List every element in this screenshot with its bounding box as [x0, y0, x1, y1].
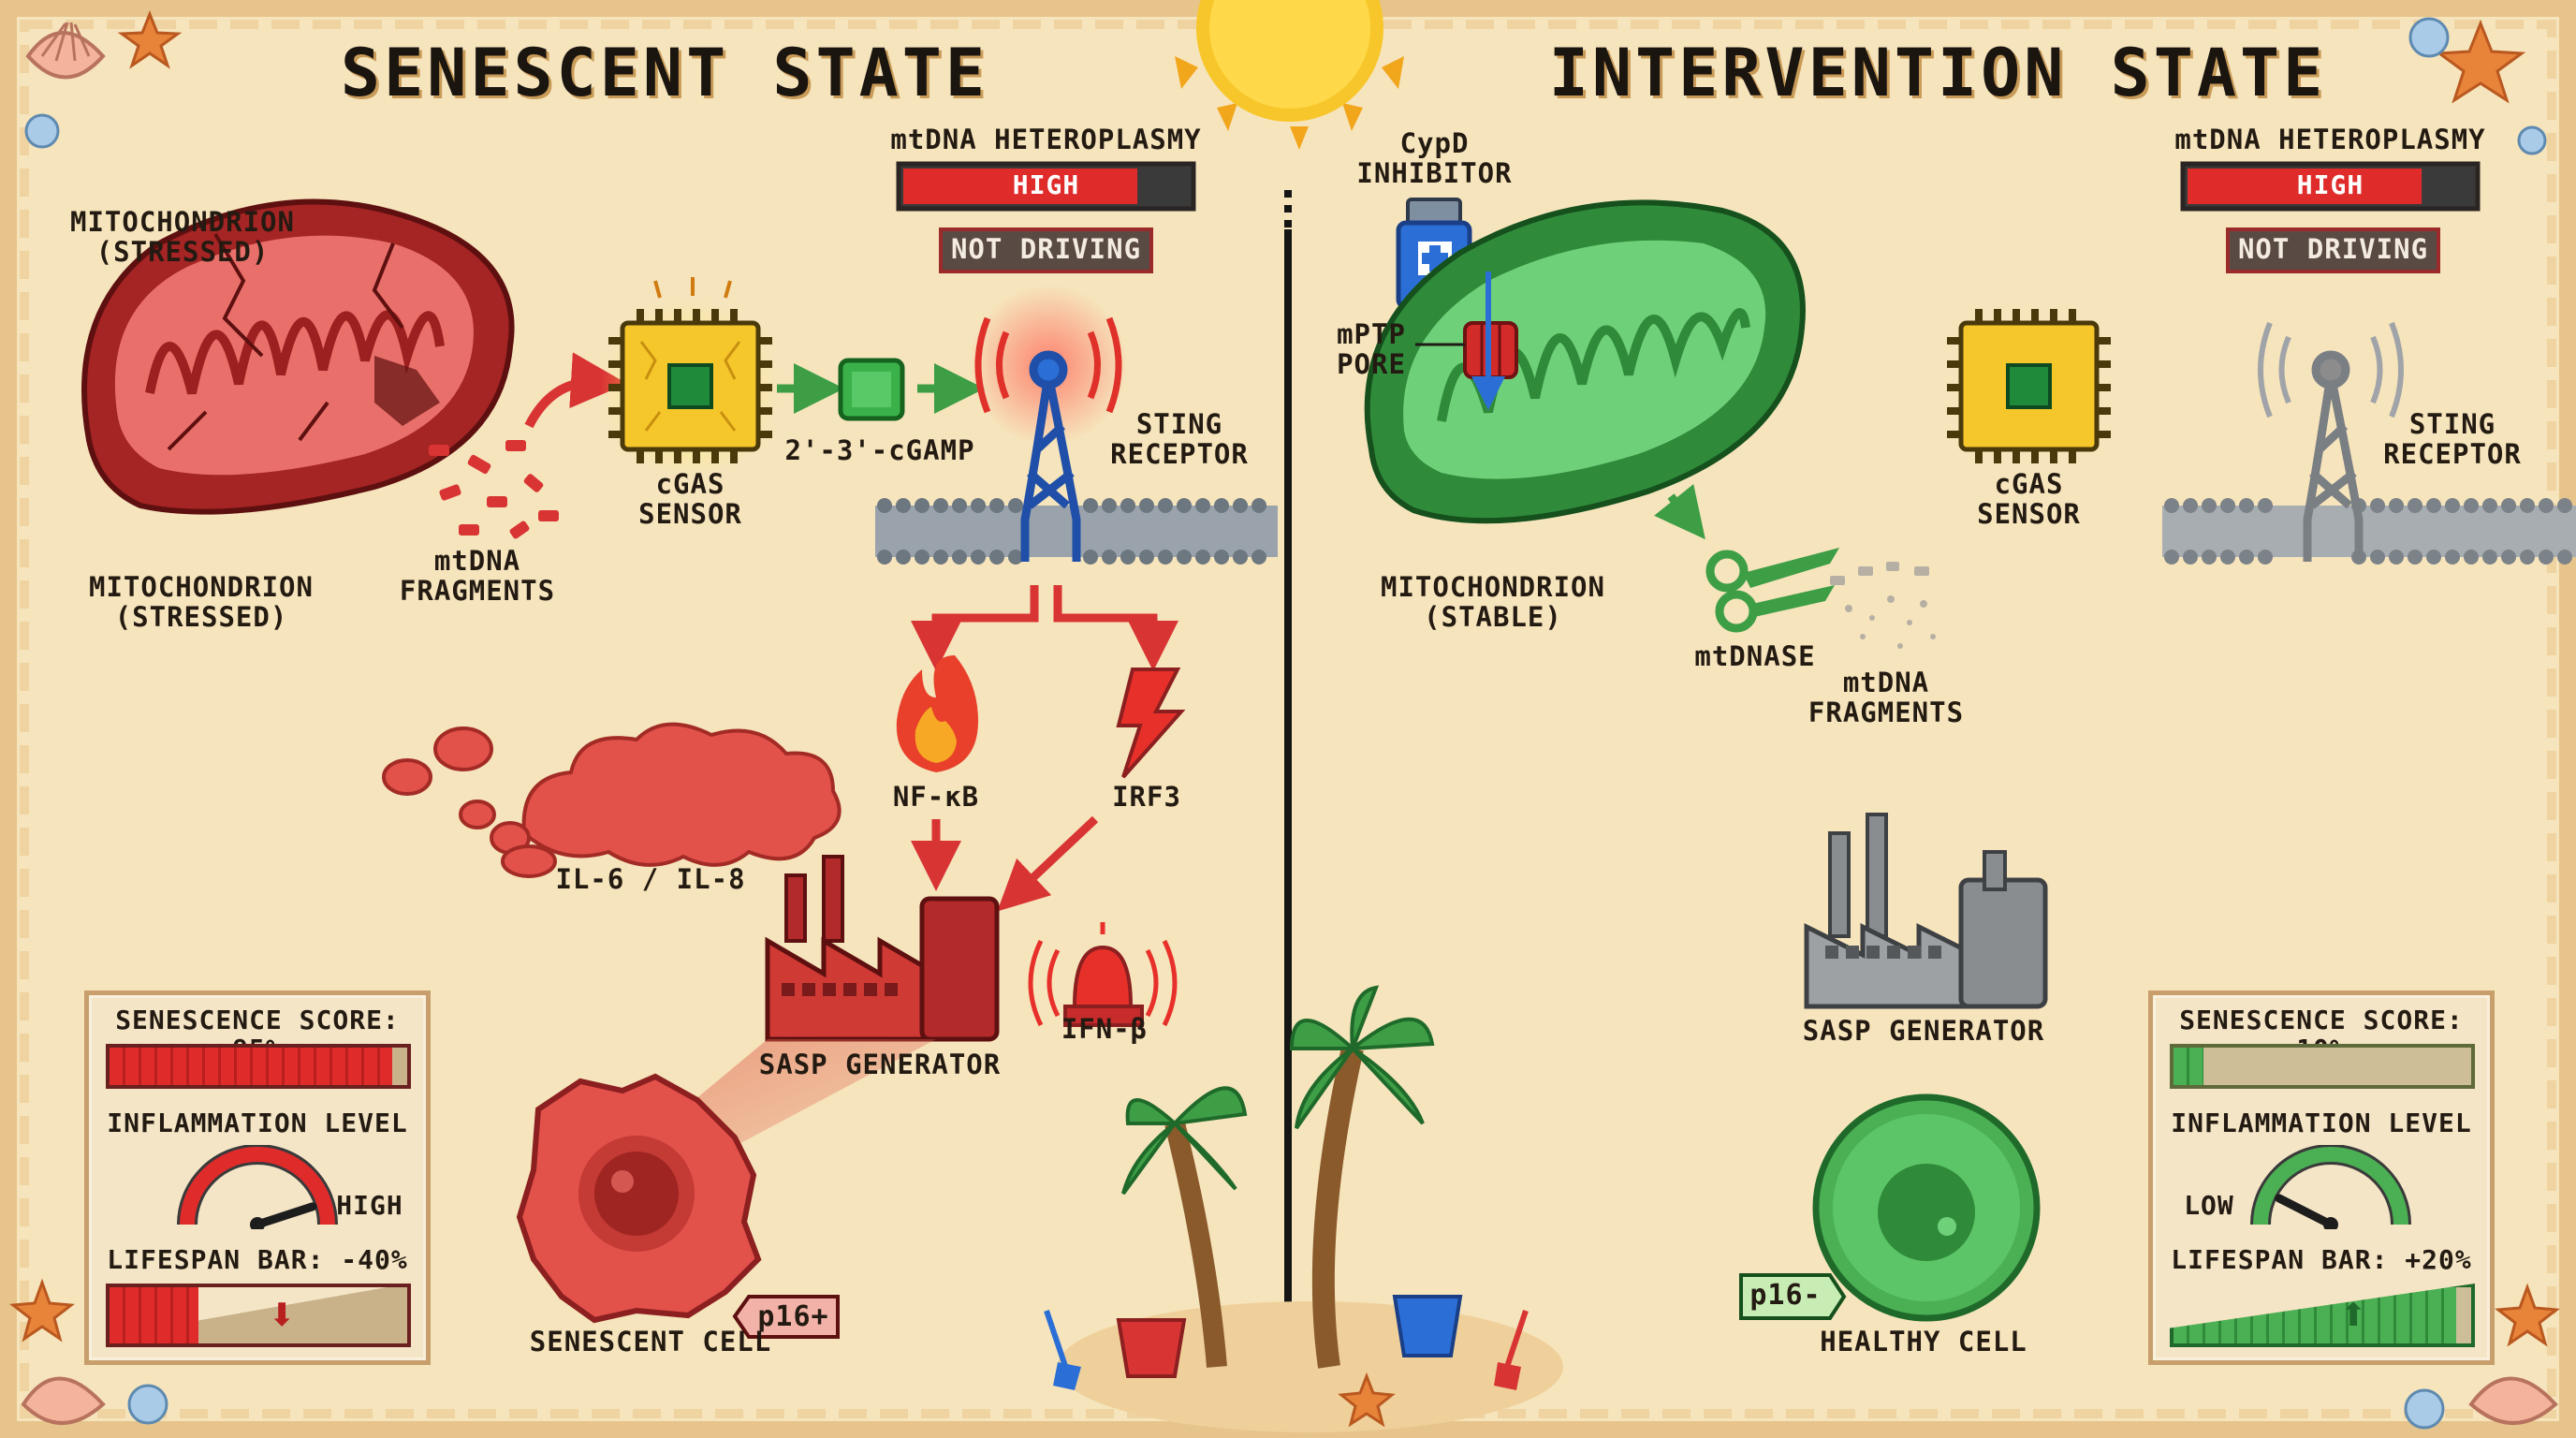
heteroplasmy-title-right: mtDNA HETEROPLASMY	[2174, 124, 2486, 155]
cgamp-label: 2'-3'-cGAMP	[784, 434, 975, 466]
heteroplasmy-meter-right	[2180, 161, 2481, 212]
inflammation-label-left: HIGH	[336, 1190, 403, 1221]
inflammation-gauge-left	[177, 1145, 338, 1229]
mito-stressed-label-top: MITOCHONDRION (STRESSED)	[70, 206, 295, 268]
il6-il8-label: IL-6 / IL-8	[555, 863, 746, 895]
shell-icon	[2408, 17, 2450, 58]
sun-icon	[1175, 0, 1404, 150]
mptp-pore-label: mPTP PORE	[1337, 318, 1406, 380]
sasp-generator-label-right: SASP GENERATOR	[1802, 1015, 2045, 1047]
senescence-score-bar-right	[2170, 1044, 2475, 1089]
membrane-icon	[2162, 498, 2576, 565]
sasp-factory-icon	[1804, 813, 2048, 1009]
shell-icon	[2468, 1376, 2558, 1425]
healthy-cell-icon	[1812, 1093, 2041, 1322]
senescence-score-fill-right	[2174, 1048, 2203, 1085]
senescence-score-bar-left	[106, 1044, 411, 1089]
palm-tree-icon	[1121, 1086, 1248, 1368]
right-title: INTERVENTION STATE	[1548, 35, 2327, 111]
heteroplasmy-value-right: HIGH	[2296, 169, 2364, 200]
left-title: SENESCENT STATE	[340, 35, 989, 111]
starfish-icon	[1338, 1372, 1396, 1428]
mtdna-fragments-label: mtDNA FRAGMENTS	[399, 545, 556, 607]
shell-icon	[2404, 1388, 2445, 1430]
cgas-sensor-label-right: cGAS SENSOR	[1977, 468, 2081, 530]
inflammation-title-left: INFLAMMATION LEVEL	[107, 1108, 408, 1138]
mito-stressed-label-bottom: MITOCHONDRION (STRESSED)	[89, 571, 314, 633]
senescence-score-label-right: SENESCENCE SCORE: 10%	[2179, 1005, 2464, 1063]
stats-panel-left: SENESCENCE SCORE: 95% INFLAMMATION LEVEL…	[84, 990, 431, 1365]
lifespan-label-left: LIFESPAN BAR: -40%	[107, 1244, 408, 1275]
sting-receptor-antenna-icon	[1020, 350, 1081, 562]
inflammation-title-right: INFLAMMATION LEVEL	[2171, 1108, 2472, 1138]
shell-icon	[127, 1384, 168, 1425]
inflammation-label-right: LOW	[2184, 1190, 2234, 1221]
nfkb-label: NF-κB	[892, 781, 980, 813]
arrow-up-icon: ⬆	[2340, 1297, 2367, 1334]
heteroplasmy-title-left: mtDNA HETEROPLASMY	[890, 124, 1202, 155]
healthy-cell-label: HEALTHY CELL	[1820, 1326, 2027, 1357]
lifespan-fill-left	[110, 1287, 199, 1343]
sting-receptor-antenna-icon	[2258, 321, 2404, 562]
stats-panel-right: SENESCENCE SCORE: 10% INFLAMMATION LEVEL…	[2148, 990, 2495, 1365]
starfish-icon	[2435, 19, 2526, 104]
senescent-cell-label: SENESCENT CELL	[529, 1326, 772, 1357]
starfish-icon	[117, 9, 183, 69]
p16-positive-tag: p16+	[757, 1300, 829, 1333]
not-driving-label-left: NOT DRIVING	[950, 233, 1142, 265]
palm-tree-icon	[1289, 985, 1435, 1369]
cypd-inhibitor-label: CypD INHIBITOR	[1356, 127, 1513, 189]
sasp-factory-icon	[765, 855, 1000, 1042]
arrow-down-icon: ⬇	[269, 1297, 296, 1334]
cgas-sensor-label: cGAS SENSOR	[638, 468, 742, 530]
p16-tag-icon	[732, 1295, 840, 1339]
starfish-icon	[9, 1278, 75, 1343]
shell-icon	[25, 22, 106, 80]
not-driving-badge-left	[939, 227, 1153, 273]
siren-icon	[1028, 922, 1178, 1027]
lifespan-label-right: LIFESPAN BAR: +20%	[2171, 1244, 2472, 1275]
mito-stable-label: MITOCHONDRION (STABLE)	[1381, 571, 1605, 633]
lifespan-bar-right	[2170, 1284, 2475, 1347]
cytokine-cloud-icon	[382, 722, 842, 878]
shell-icon	[21, 1376, 106, 1425]
cgamp-molecule-icon	[838, 358, 905, 421]
p16-negative-tag: p16-	[1749, 1279, 1822, 1312]
mtdnase-label: mtDNASE	[1694, 640, 1816, 672]
fire-icon	[896, 655, 978, 772]
mitochondrion-stressed-icon	[81, 198, 515, 515]
bucket-icon	[1116, 1318, 1187, 1378]
not-driving-badge-right	[2226, 227, 2440, 273]
mtdna-debris-icon	[1830, 562, 1936, 649]
sasp-generator-label-left: SASP GENERATOR	[758, 1049, 1002, 1080]
cgas-sensor-chip-icon	[601, 277, 779, 477]
not-driving-label-right: NOT DRIVING	[2237, 233, 2429, 265]
ifn-beta-label: IFN-β	[1061, 1013, 1149, 1045]
shovel-icon	[1494, 1310, 1529, 1390]
scissors-icon	[1705, 548, 1839, 633]
lifespan-fill-right	[2174, 1287, 2457, 1343]
cgas-sensor-chip-icon	[1947, 309, 2111, 463]
senescence-score-fill-left	[110, 1048, 393, 1085]
lifespan-bar-left: ⬇	[106, 1284, 411, 1347]
heteroplasmy-meter-left	[896, 161, 1196, 212]
starfish-icon	[2495, 1283, 2560, 1347]
shovel-icon	[1044, 1310, 1081, 1390]
p16-tag-icon	[1739, 1273, 1847, 1320]
mtdna-fragments-label-right: mtDNA FRAGMENTS	[1808, 667, 1965, 728]
lightning-icon	[1116, 668, 1186, 779]
inflammation-gauge-right	[2250, 1145, 2411, 1229]
irf3-label: IRF3	[1112, 781, 1181, 813]
sting-wave-icon	[974, 316, 1122, 414]
sting-receptor-label-right: STING RECEPTOR	[2383, 408, 2522, 470]
bucket-icon	[1392, 1295, 1463, 1357]
mitochondrion-stable-icon	[1364, 199, 1806, 524]
heteroplasmy-value-left: HIGH	[1012, 169, 1080, 200]
mtdna-fragments-icon	[429, 440, 559, 539]
sting-receptor-label: STING RECEPTOR	[1110, 408, 1249, 470]
senescent-cell-icon	[516, 1073, 762, 1324]
shell-icon	[24, 113, 60, 149]
shell-icon	[2517, 125, 2547, 155]
